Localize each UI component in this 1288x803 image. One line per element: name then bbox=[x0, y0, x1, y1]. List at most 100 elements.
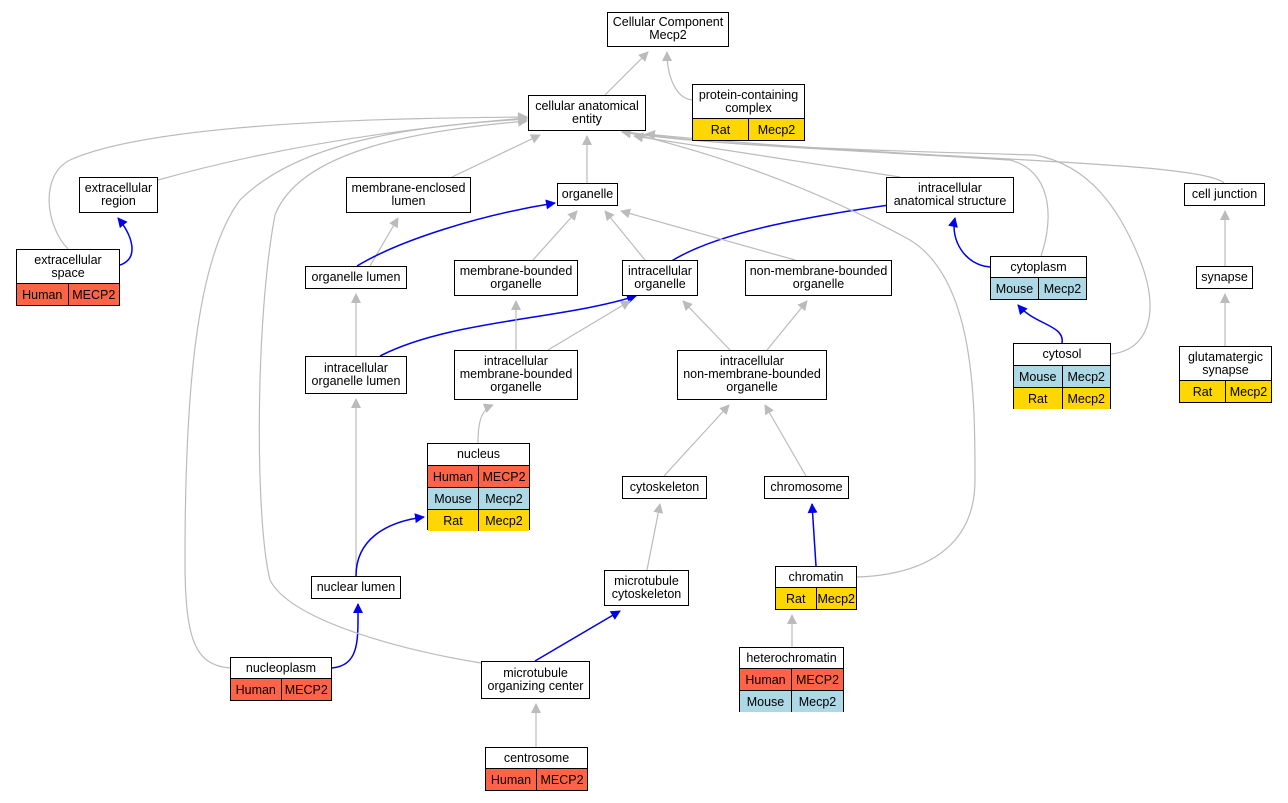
node-microtubule-cytoskeleton[interactable]: microtubule cytoskeleton bbox=[604, 570, 689, 606]
edge-chromosome-to-intracellular-non-membrane-bounded-organelle bbox=[764, 404, 807, 477]
node-extracellular-region[interactable]: extracellular region bbox=[79, 177, 158, 213]
edge-chromatin-to-cellular-anatomical-entity bbox=[621, 128, 976, 578]
gene-cell: MECP2 bbox=[536, 769, 587, 791]
edge-membrane-enclosed-lumen-to-cellular-anatomical-entity bbox=[451, 134, 541, 178]
node-label: glutamatergic synapse bbox=[1187, 349, 1264, 377]
species-cell: Mouse bbox=[991, 278, 1038, 300]
edge-intracellular-organelle-to-organelle bbox=[604, 210, 646, 261]
node-organelle-lumen[interactable]: organelle lumen bbox=[305, 266, 407, 289]
node-label: extracellular space bbox=[34, 252, 102, 280]
node-label: chromosome bbox=[770, 479, 843, 494]
species-cell: Mouse bbox=[1014, 366, 1062, 388]
edge-chromatin-to-chromosome bbox=[807, 503, 818, 567]
edge-cell-junction-to-cellular-anatomical-entity bbox=[645, 129, 1225, 184]
species-cell: Mouse bbox=[740, 691, 791, 713]
node-label: heterochromatin bbox=[746, 650, 837, 665]
gene-cell: Mecp2 bbox=[1061, 388, 1110, 410]
node-chromosome[interactable]: chromosome bbox=[764, 476, 849, 499]
node-cellular-anatomical-entity[interactable]: cellular anatomical entity bbox=[528, 95, 646, 131]
edge-extracellular-space-to-extracellular-region bbox=[117, 217, 133, 266]
gene-cell: Mecp2 bbox=[1038, 278, 1086, 300]
node-label: cytoplasm bbox=[1010, 259, 1067, 274]
node-label: membrane-bounded organelle bbox=[459, 263, 573, 291]
edge-nucleoplasm-to-nuclear-lumen bbox=[331, 603, 364, 669]
node-label: microtubule organizing center bbox=[487, 665, 584, 693]
node-label: extracellular region bbox=[84, 180, 153, 208]
edge-nucleus-to-intracellular-membrane-bounded-organelle bbox=[477, 403, 494, 444]
node-label: intracellular organelle lumen bbox=[311, 360, 401, 388]
gene-cell: MECP2 bbox=[791, 669, 843, 691]
node-intracellular-non-membrane-bounded-organelle[interactable]: intracellular non-membrane-bounded organ… bbox=[677, 350, 827, 400]
edge-intracellular-non-membrane-bounded-organelle-to-intracellular-organelle bbox=[682, 300, 731, 351]
edge-intracellular-membrane-bounded-organelle-to-intracellular-organelle bbox=[547, 300, 631, 351]
node-non-membrane-bounded-organelle[interactable]: non-membrane-bounded organelle bbox=[745, 260, 892, 296]
node-cellular-component[interactable]: Cellular Component Mecp2 bbox=[607, 12, 729, 47]
species-cell: Rat bbox=[1014, 388, 1062, 410]
edge-non-membrane-bounded-organelle-to-organelle bbox=[620, 208, 796, 261]
node-intracellular-membrane-bounded-organelle[interactable]: intracellular membrane-bounded organelle bbox=[454, 350, 578, 400]
node-label: organelle bbox=[561, 186, 614, 201]
node-synapse[interactable]: synapse bbox=[1196, 266, 1253, 289]
node-cytoskeleton[interactable]: cytoskeleton bbox=[622, 476, 707, 499]
node-label: nucleus bbox=[456, 447, 501, 462]
node-label: protein-containing complex bbox=[698, 87, 799, 115]
edge-cytoplasm-to-intracellular-anatomical-structure bbox=[948, 217, 991, 268]
gene-cell: MECP2 bbox=[478, 466, 529, 488]
node-label: cell junction bbox=[1191, 186, 1258, 201]
node-microtubule-organizing-center[interactable]: microtubule organizing center bbox=[481, 661, 590, 699]
edge-intracellular-non-membrane-bounded-organelle-to-non-membrane-bounded-organelle bbox=[766, 300, 808, 351]
node-label: chromatin bbox=[788, 569, 844, 584]
node-label: intracellular membrane-bounded organelle bbox=[459, 354, 573, 395]
node-label: nuclear lumen bbox=[316, 579, 396, 594]
species-cell: Human bbox=[17, 284, 68, 306]
node-membrane-enclosed-lumen[interactable]: membrane-enclosed lumen bbox=[346, 177, 471, 213]
node-cell-junction[interactable]: cell junction bbox=[1184, 183, 1265, 206]
gene-cell: Mecp2 bbox=[748, 119, 804, 141]
node-organelle[interactable]: organelle bbox=[557, 183, 618, 206]
edge-cellular-anatomical-entity-to-cellular-component bbox=[604, 51, 649, 96]
node-label: Cellular Component Mecp2 bbox=[612, 15, 724, 43]
edge-protein-containing-complex-to-cellular-component bbox=[662, 51, 693, 101]
node-intracellular-organelle-lumen[interactable]: intracellular organelle lumen bbox=[305, 356, 407, 394]
edge-cytosol-to-cytoplasm bbox=[1017, 304, 1063, 344]
edge-extracellular-space-to-cellular-anatomical-entity bbox=[48, 112, 528, 250]
node-intracellular-anatomical-structure[interactable]: intracellular anatomical structure bbox=[886, 177, 1014, 213]
species-cell: Mouse bbox=[428, 488, 478, 510]
node-intracellular-organelle[interactable]: intracellular organelle bbox=[622, 260, 698, 296]
edge-organelle-lumen-to-organelle bbox=[356, 199, 556, 267]
gene-cell: Mecp2 bbox=[815, 588, 856, 610]
node-label: cellular anatomical entity bbox=[535, 98, 639, 126]
species-cell: Rat bbox=[693, 119, 748, 141]
species-cell: Rat bbox=[776, 588, 816, 610]
node-label: membrane-enclosed lumen bbox=[351, 180, 466, 208]
species-cell: Human bbox=[231, 679, 281, 701]
edge-cytosol-to-cellular-anatomical-entity bbox=[621, 128, 1151, 355]
edge-intracellular-anatomical-structure-to-cellular-anatomical-entity bbox=[633, 132, 901, 178]
gene-cell: Mecp2 bbox=[478, 488, 529, 510]
node-nuclear-lumen[interactable]: nuclear lumen bbox=[311, 576, 401, 599]
edge-intracellular-organelle-to-intracellular-anatomical-structure bbox=[669, 200, 897, 263]
node-membrane-bounded-organelle[interactable]: membrane-bounded organelle bbox=[454, 260, 578, 296]
